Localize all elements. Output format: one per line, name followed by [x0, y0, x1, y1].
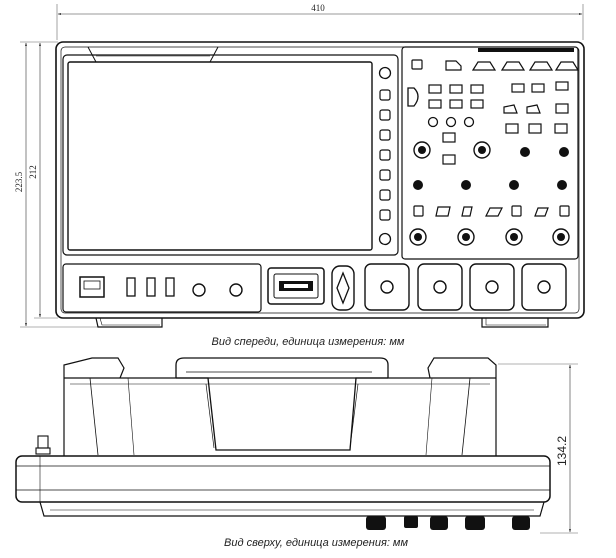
top-view	[15, 357, 551, 530]
display-screen	[67, 61, 373, 251]
softkey-column	[379, 89, 391, 221]
depth-label: 134.2	[555, 436, 569, 466]
knob-row-3	[409, 228, 570, 246]
total-height-label: 223.5	[14, 171, 24, 192]
usb-port	[267, 267, 325, 305]
height-dimensions: 223.5 212	[14, 41, 100, 328]
top-view-caption: Вид сверху, единица измерения: мм	[224, 537, 408, 549]
width-dimension: 410	[56, 3, 584, 40]
front-view-caption: Вид спереди, единица измерения: мм	[212, 336, 405, 348]
control-panel	[401, 46, 579, 260]
depth-dimension: 134.2	[498, 363, 578, 534]
knob-row-1	[413, 141, 569, 159]
body-height-label: 212	[28, 165, 38, 179]
power-button	[79, 276, 105, 298]
bnc-inputs	[364, 263, 567, 311]
knob-row-2	[413, 180, 567, 190]
front-knobs	[366, 516, 530, 530]
width-label: 410	[311, 3, 325, 13]
front-view	[55, 41, 585, 328]
